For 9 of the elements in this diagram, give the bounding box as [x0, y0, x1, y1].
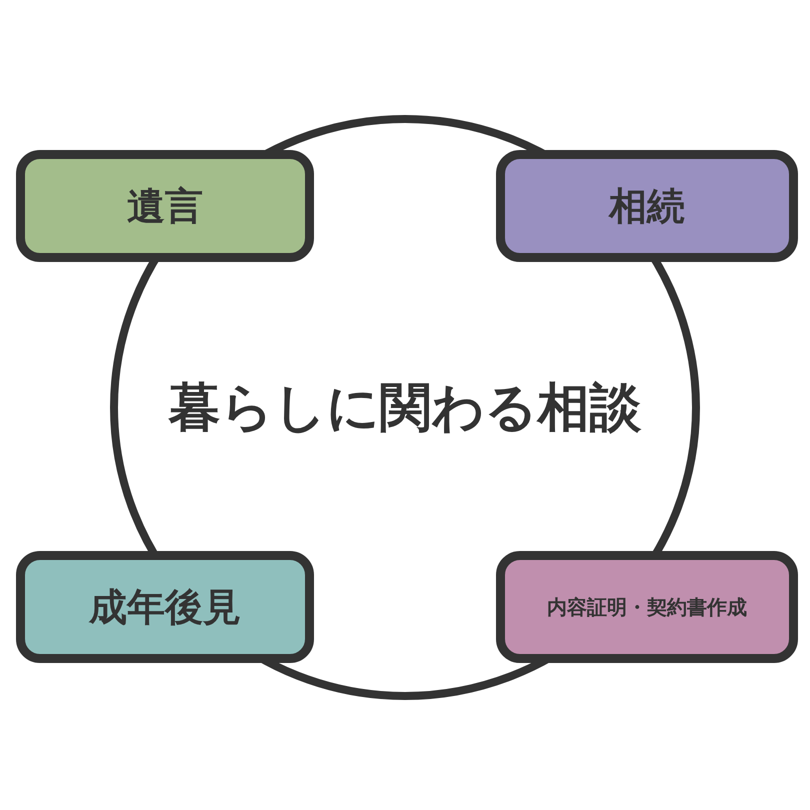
topic-box	[496, 150, 798, 262]
topic-box	[16, 150, 314, 262]
topic-label: 成年後見	[89, 584, 241, 630]
center-title: 暮らしに関わる相談	[168, 376, 642, 440]
topic-box	[16, 551, 314, 663]
topic-label: 相続	[609, 182, 685, 230]
topic-box	[496, 551, 798, 663]
topic-label: 内容証明・契約書作成	[547, 594, 747, 620]
topic-label: 遺言	[127, 182, 203, 230]
